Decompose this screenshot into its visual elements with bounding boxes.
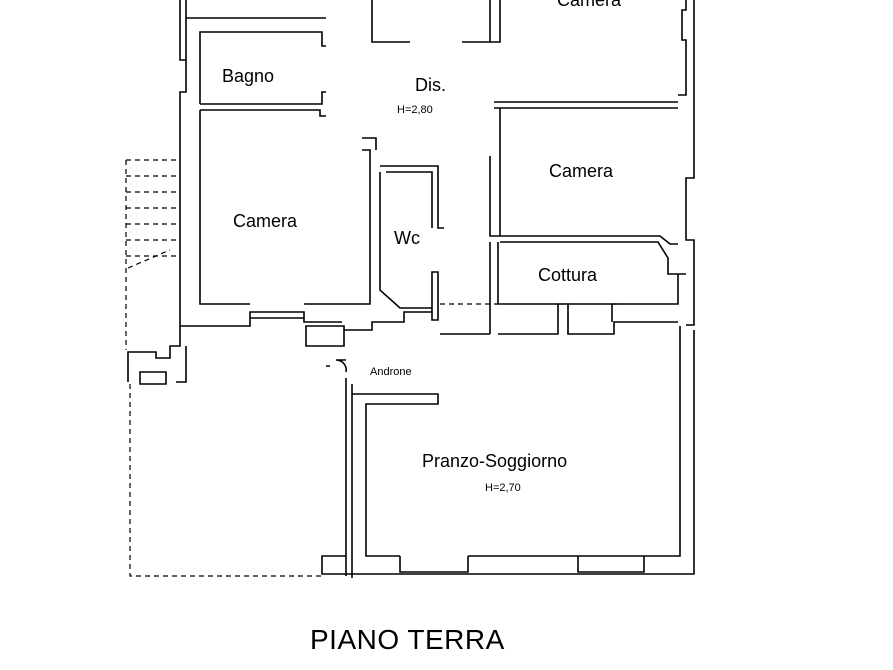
wall-camera-left-bottom (304, 149, 371, 305)
room-label-dis: Dis. (415, 75, 446, 95)
wall-upper-bottom (179, 311, 342, 327)
outer-wall-right (678, 0, 687, 96)
room-label-androne: Androne (370, 366, 412, 378)
room-height-pranzo: H=2,70 (485, 482, 521, 494)
kitchen-dashed-2 (558, 303, 569, 334)
wall-cottura-bottom (498, 304, 559, 335)
room-label-camera-left: Camera (233, 211, 298, 231)
wall-exterior-box (139, 371, 167, 385)
wall-camera-left (200, 109, 326, 117)
wall-wc-top (380, 165, 444, 229)
wall-bagno-bottom (200, 91, 326, 105)
wall-top-left-stub (371, 0, 410, 43)
wall-camera-right-bottom2 (500, 241, 686, 275)
stair-outline (126, 159, 180, 257)
stair-diagonal (127, 249, 171, 269)
wall-pranzo-right-outer (321, 330, 695, 575)
room-label-wc: Wc (394, 228, 420, 248)
plan-title: PIANO TERRA (310, 624, 505, 655)
wall-top-camera (490, 0, 501, 43)
wall-pranzo-window-1 (399, 556, 469, 573)
exterior-boundary (129, 384, 322, 577)
wall-entrance-box (305, 325, 345, 347)
room-label-camera-top: Camera (557, 0, 622, 10)
outer-wall-left (179, 0, 187, 320)
room-label-cottura: Cottura (538, 265, 598, 285)
wall-androne-top (352, 393, 439, 557)
outer-wall-right-2 (685, 0, 695, 326)
wall-entrance-rail (344, 311, 432, 331)
wall-wc-left (379, 172, 432, 309)
wall-camera-left-door (362, 137, 377, 150)
wall-wc-right (431, 271, 439, 321)
wall-camera-right (489, 108, 501, 237)
wall-bagno (199, 31, 326, 104)
wall-androne-door (326, 359, 347, 373)
wall-wc-inner (386, 171, 433, 228)
wall-cottura (497, 242, 679, 305)
wall-top-mid-stub (462, 0, 491, 43)
wall-camera-right-bottom (500, 235, 678, 245)
wall-exterior-left-2 (176, 346, 187, 383)
wall-exterior-left (127, 326, 181, 382)
room-height-dis: H=2,80 (397, 104, 433, 116)
room-label-bagno: Bagno (222, 66, 275, 86)
wall-pranzo-window-2 (577, 556, 645, 573)
wall-camera-left-side (199, 110, 250, 305)
room-label-camera-right: Camera (549, 161, 614, 181)
wall-pranzo-right (578, 326, 681, 557)
room-label-pranzo: Pranzo-Soggiorno (422, 451, 568, 471)
wall-cottura-bottom2 (567, 304, 678, 335)
